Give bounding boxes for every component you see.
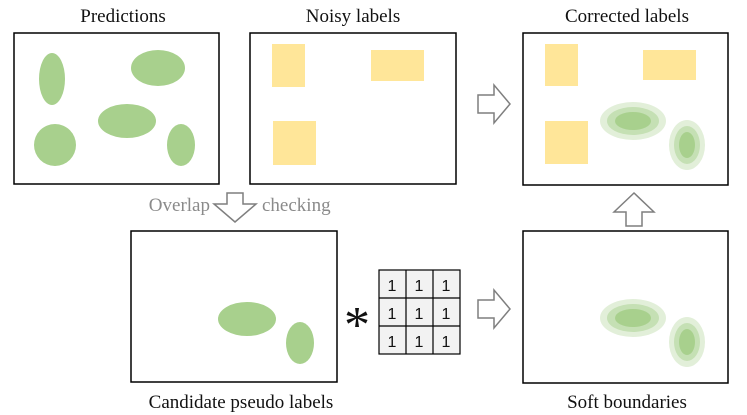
noisy-labels-title: Noisy labels bbox=[306, 6, 400, 27]
kernel-grid: 1 1 1 1 1 1 1 1 1 bbox=[378, 269, 461, 355]
predictions-panel bbox=[13, 32, 220, 185]
prediction-blob bbox=[167, 124, 195, 166]
candidate-title: Candidate pseudo labels bbox=[149, 392, 334, 413]
arrow-right-top bbox=[477, 82, 511, 126]
kernel-cell: 1 bbox=[442, 278, 451, 295]
kernel-cell: 1 bbox=[442, 306, 451, 323]
prediction-blob bbox=[39, 53, 65, 105]
corrected-labels-panel bbox=[522, 32, 729, 186]
prediction-blob bbox=[131, 50, 185, 86]
kernel-cell: 1 bbox=[415, 334, 424, 351]
arrow-right-bottom bbox=[477, 287, 511, 331]
checking-label: checking bbox=[262, 195, 331, 216]
prediction-blob bbox=[34, 124, 76, 166]
noisy-box bbox=[272, 44, 305, 87]
kernel-cell: 1 bbox=[388, 334, 397, 351]
kernel-cell: 1 bbox=[388, 278, 397, 295]
corrected-labels-title: Corrected labels bbox=[565, 6, 689, 27]
arrow-up bbox=[612, 191, 656, 227]
noisy-box bbox=[273, 121, 316, 165]
candidate-panel bbox=[130, 230, 338, 383]
soft-boundaries-title: Soft boundaries bbox=[567, 392, 687, 413]
kernel-cell: 1 bbox=[415, 278, 424, 295]
corrected-box bbox=[643, 50, 696, 80]
predictions-title: Predictions bbox=[80, 6, 166, 27]
noisy-labels-panel bbox=[249, 32, 457, 185]
candidate-blob bbox=[286, 322, 314, 364]
soft-blob-vertical bbox=[669, 120, 705, 170]
candidate-blob bbox=[218, 302, 276, 336]
soft-boundaries-panel bbox=[522, 230, 729, 384]
kernel-cell: 1 bbox=[388, 306, 397, 323]
corrected-box bbox=[545, 121, 588, 164]
kernel-cell: 1 bbox=[415, 306, 424, 323]
soft-blob-horizontal bbox=[600, 102, 666, 140]
convolution-symbol: * bbox=[344, 297, 370, 354]
corrected-box bbox=[545, 44, 578, 86]
noisy-box bbox=[371, 50, 424, 81]
soft-blob-horizontal bbox=[600, 299, 666, 337]
soft-blob-vertical bbox=[669, 317, 705, 367]
kernel-cell: 1 bbox=[442, 334, 451, 351]
overlap-label: Overlap bbox=[149, 195, 210, 216]
prediction-blob bbox=[98, 104, 156, 138]
arrow-down bbox=[211, 192, 259, 223]
